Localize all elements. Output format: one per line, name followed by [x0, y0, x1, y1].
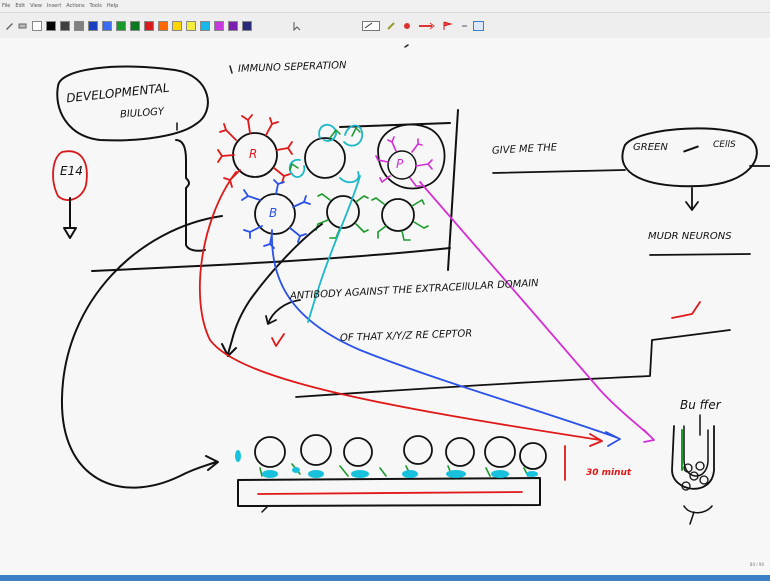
color-swatch[interactable] — [200, 21, 210, 31]
color-swatch[interactable] — [186, 21, 196, 31]
menu-file[interactable]: File — [2, 3, 11, 9]
arrow — [265, 299, 301, 325]
flag-icon[interactable] — [442, 21, 453, 31]
pen-width-icon[interactable] — [362, 21, 380, 31]
pen-tool-icon[interactable] — [4, 21, 15, 31]
status-bar — [0, 575, 770, 581]
marker-icon[interactable] — [402, 21, 413, 31]
green-cell — [381, 198, 415, 232]
eraser-icon[interactable] — [17, 21, 28, 31]
developmental-biology-bubble — [56, 65, 209, 142]
cell-p-label: P — [396, 157, 404, 171]
divider-line — [447, 109, 459, 271]
blue-arrow — [271, 229, 621, 447]
color-swatch[interactable] — [242, 21, 252, 31]
tube — [671, 425, 715, 490]
tube-cells — [681, 461, 709, 491]
green-cells-bubble — [621, 127, 758, 188]
ink-stroke — [404, 44, 409, 48]
highlighter-icon[interactable] — [386, 21, 397, 31]
shape-tool-icon[interactable] — [418, 21, 436, 31]
ink-stroke — [261, 505, 269, 513]
divider-line — [91, 247, 451, 272]
motor-neurons-label: MUDR NEURONS — [648, 231, 732, 242]
insert-space-icon[interactable] — [473, 21, 484, 31]
thirty-minutes-label: 30 minut — [586, 468, 632, 478]
whiteboard-canvas[interactable] — [0, 38, 770, 575]
culture-dish — [237, 477, 541, 507]
color-swatch[interactable] — [172, 21, 182, 31]
magenta-arrow — [419, 181, 655, 443]
color-swatch[interactable] — [228, 21, 238, 31]
cell-p — [387, 150, 417, 180]
menu-insert[interactable]: Insert — [46, 3, 62, 9]
red-line — [257, 491, 523, 495]
page-number: 84 / 90 — [749, 562, 764, 567]
color-swatch[interactable] — [74, 21, 84, 31]
color-swatch[interactable] — [144, 21, 154, 31]
cyan-arrow — [307, 175, 361, 323]
toolbar — [0, 13, 770, 39]
cell-b — [254, 193, 296, 235]
color-swatch[interactable] — [32, 21, 42, 31]
green-antibodies — [289, 127, 361, 171]
checkmark — [271, 333, 285, 347]
color-swatch[interactable] — [214, 21, 224, 31]
color-swatch[interactable] — [102, 21, 112, 31]
ink-stroke — [229, 65, 233, 74]
cyan-cell — [304, 137, 346, 179]
undo-icon[interactable] — [459, 21, 470, 31]
color-swatch[interactable] — [46, 21, 56, 31]
color-swatch[interactable] — [60, 21, 70, 31]
cyan-spots — [235, 450, 538, 478]
checkmark — [671, 301, 701, 319]
red-arrow — [198, 171, 603, 447]
green-antibodies — [315, 193, 429, 241]
green-label: GREEN — [633, 142, 668, 153]
color-swatch[interactable] — [116, 21, 126, 31]
select-tool-icon[interactable] — [292, 21, 303, 31]
color-swatch[interactable] — [88, 21, 98, 31]
bracket — [175, 139, 206, 252]
down-arrow — [63, 197, 77, 239]
curved-arrow — [60, 215, 223, 489]
green-cell — [326, 195, 360, 229]
cell-b-label: B — [269, 206, 278, 220]
cell-p-bubble — [377, 123, 446, 190]
menu-help[interactable]: Help — [106, 3, 119, 9]
tube-inner — [683, 425, 709, 477]
cells-label: CEllS — [713, 140, 736, 150]
cyan-antibodies — [288, 123, 364, 184]
buffer-label: Bu ffer — [680, 398, 721, 412]
color-swatch[interactable] — [158, 21, 168, 31]
color-swatch[interactable] — [130, 21, 140, 31]
down-arrow — [685, 187, 699, 211]
ink-stroke — [683, 505, 713, 525]
menu-edit[interactable]: Edit — [15, 3, 26, 9]
menu-actions[interactable]: Actions — [66, 3, 85, 9]
menu-bar: File Edit View Insert Actions Tools Help — [0, 0, 770, 13]
cell-r-label: R — [249, 147, 258, 161]
bound-cells — [254, 434, 547, 470]
underline — [492, 165, 770, 174]
menu-tools[interactable]: Tools — [89, 3, 102, 9]
e14-label: E14 — [60, 164, 83, 178]
menu-view[interactable]: View — [30, 3, 42, 9]
e14-bubble — [52, 150, 88, 201]
bound-antibodies — [259, 463, 529, 477]
magenta-antibodies — [375, 136, 433, 187]
underline — [649, 253, 751, 256]
